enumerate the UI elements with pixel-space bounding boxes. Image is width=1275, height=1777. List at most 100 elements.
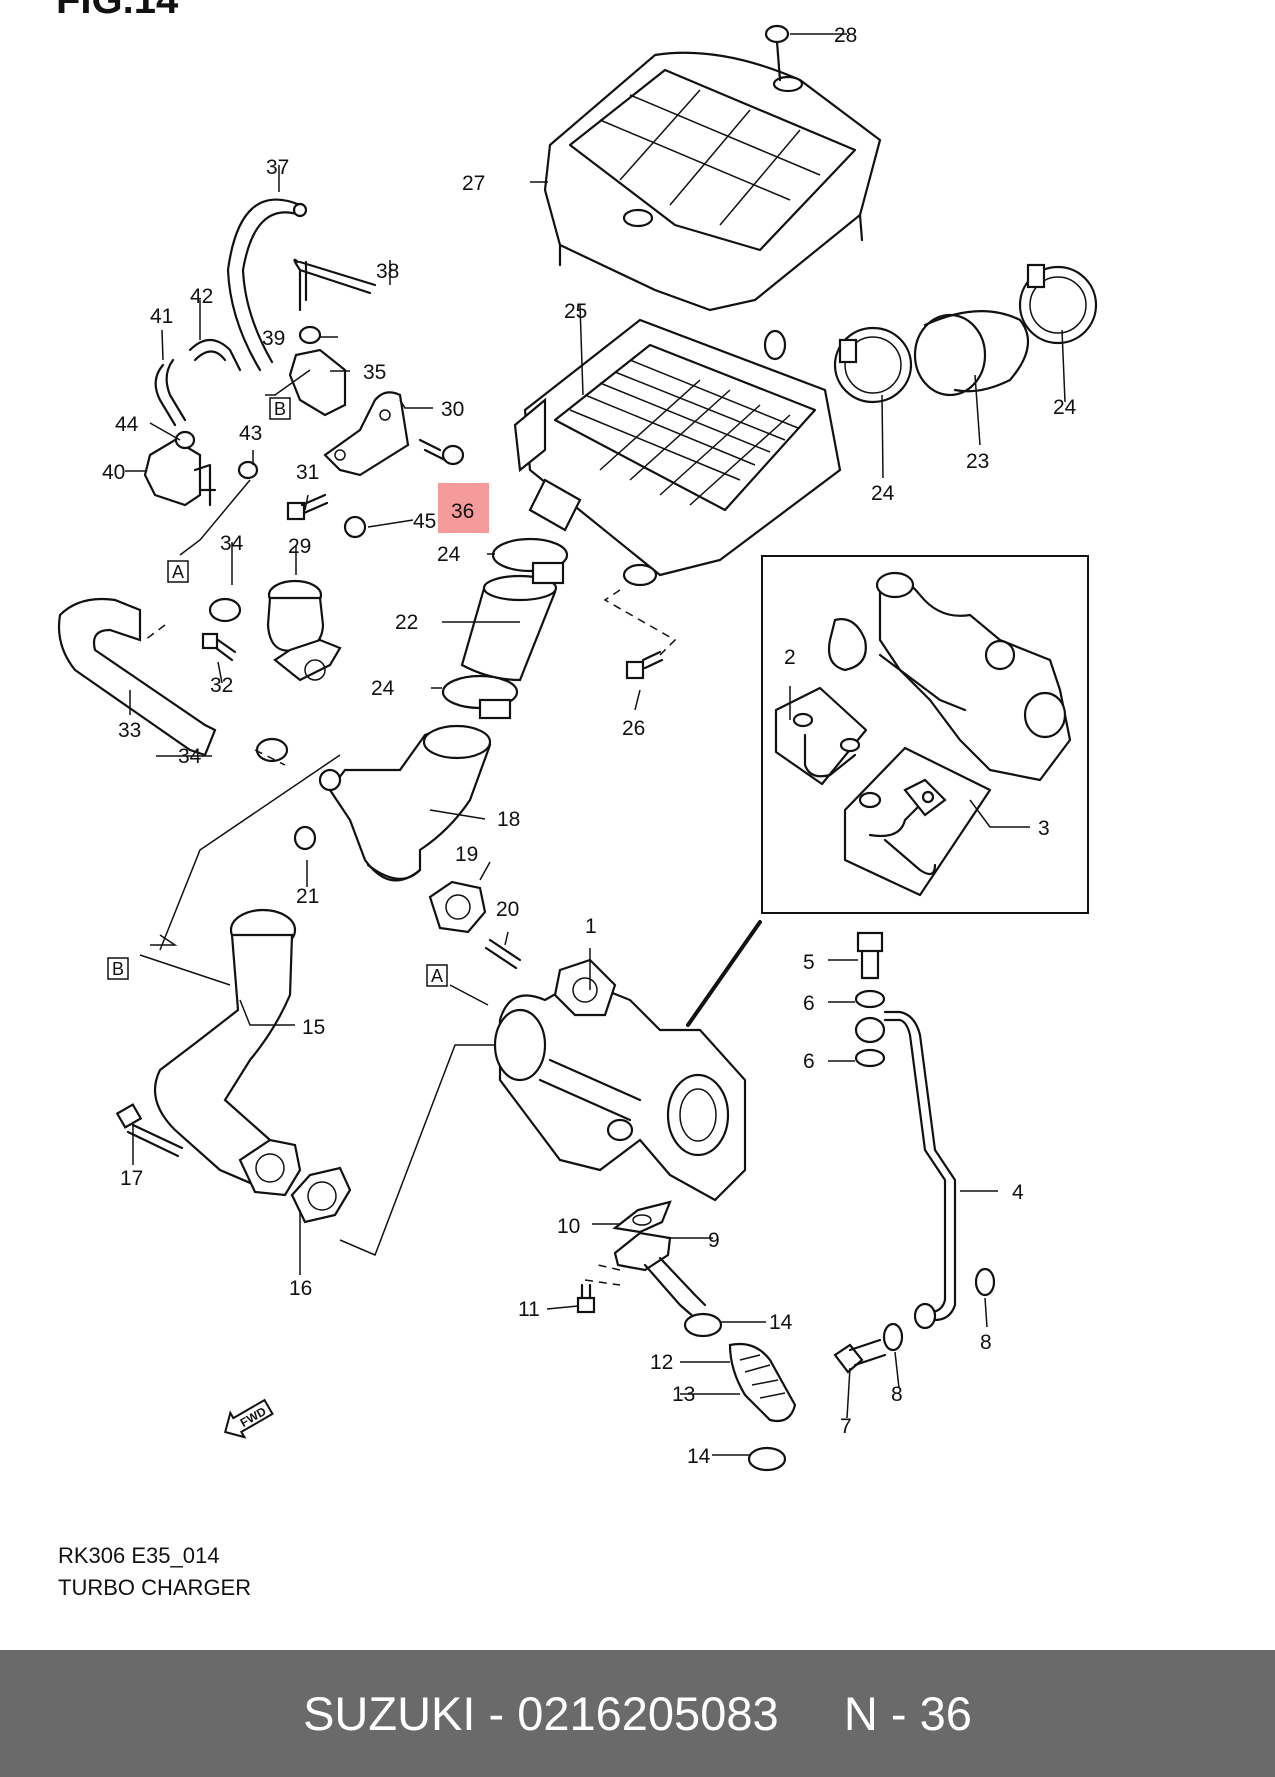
label-part-4: 4: [1012, 1181, 1024, 1204]
label-part-6: 6: [803, 992, 815, 1015]
part-20-stud-bolt[interactable]: [484, 938, 522, 970]
brand-name: SUZUKI: [303, 1687, 476, 1740]
label-part-14: 14: [687, 1445, 711, 1468]
label-part-25: 25: [564, 300, 587, 323]
label-part-40: 40: [102, 461, 125, 484]
label-part-8: 8: [980, 1331, 992, 1354]
label-part-1: 1: [585, 915, 597, 938]
part-19-gasket[interactable]: [428, 880, 487, 934]
part-30-bracket[interactable]: [323, 391, 410, 477]
part-37-hose[interactable]: [226, 198, 308, 372]
label-part-41: 41: [150, 305, 173, 328]
part-number: 0216205083: [517, 1687, 779, 1740]
part-33-hose[interactable]: [57, 597, 217, 757]
label-part-29: 29: [288, 535, 311, 558]
part-24-clamp-lower[interactable]: [441, 674, 519, 720]
fwd-arrow-icon: FWD: [223, 1398, 274, 1439]
part-10-gasket[interactable]: [612, 1200, 672, 1234]
part-24-hose-clamp-mid[interactable]: [833, 326, 913, 404]
part-5-union-bolt[interactable]: [856, 931, 884, 980]
label-part-39: 39: [262, 327, 285, 350]
part-labels: 28 27 25 24 23 24 37 38 42 41 39 35 30 4…: [102, 24, 1077, 1468]
diagram-code: RK306 E35_014: [58, 1543, 220, 1568]
part-15-exhaust-pipe[interactable]: [153, 908, 302, 1197]
part-25-intercooler[interactable]: [513, 318, 842, 587]
label-part-35: 35: [363, 361, 386, 384]
part-6-gasket-lower[interactable]: [854, 1048, 886, 1068]
label-part-24: 24: [437, 543, 461, 566]
highlight-box: [438, 483, 489, 533]
label-part-16: 16: [289, 1277, 312, 1300]
part-27-intercooler-cover[interactable]: [543, 51, 882, 312]
part-34-clamp-lower[interactable]: [255, 737, 289, 763]
part-40-vsv[interactable]: [143, 438, 217, 507]
label-part-2: 2: [784, 646, 796, 669]
part-6-gasket-upper[interactable]: [854, 989, 886, 1009]
label-part-34: 34: [220, 532, 244, 555]
label-part-10: 10: [557, 1215, 580, 1238]
part-23-intercooler-hose[interactable]: [913, 310, 1030, 397]
part-32-bolt[interactable]: [201, 632, 237, 662]
label-part-15: 15: [302, 1016, 325, 1039]
part-14-clamp-upper[interactable]: [683, 1312, 723, 1338]
part-17-bolt[interactable]: [115, 1103, 184, 1158]
diagram-reference: N - 36: [843, 1687, 972, 1740]
svg-text:A: A: [172, 562, 184, 582]
label-part-38: 38: [376, 260, 399, 283]
label-part-45: 45: [413, 510, 436, 533]
part-43-clamp[interactable]: [237, 460, 259, 480]
part-39-clamp[interactable]: [298, 325, 322, 345]
label-part-44: 44: [115, 413, 139, 436]
part-41-hose[interactable]: [154, 358, 187, 427]
part-28-screw[interactable]: [764, 24, 790, 82]
part-1-turbocharger[interactable]: [493, 958, 747, 1202]
part-38-hose[interactable]: [293, 258, 377, 312]
label-part-11: 11: [518, 1298, 540, 1321]
part-18-outlet-pipe[interactable]: [318, 724, 492, 882]
part-24-hose-clamp-right[interactable]: [1018, 263, 1098, 345]
svg-text:B: B: [112, 959, 124, 979]
label-part-5: 5: [803, 951, 815, 974]
part-36-bolt[interactable]: [418, 438, 465, 466]
part-9-oil-outlet-pipe[interactable]: [613, 1231, 707, 1320]
label-part-26: 26: [622, 717, 645, 740]
svg-text:B: B: [274, 399, 286, 419]
ref-marker-a-left: A: [167, 560, 189, 583]
label-part-13: 13: [672, 1383, 695, 1406]
part-34-clamp-upper[interactable]: [208, 597, 242, 623]
part-8-gasket-a[interactable]: [882, 1322, 904, 1352]
part-8-gasket-b[interactable]: [974, 1267, 996, 1297]
part-11-bolt[interactable]: [576, 1283, 596, 1314]
label-part-24: 24: [871, 482, 895, 505]
label-part-8: 8: [891, 1383, 903, 1406]
part-number-footer: SUZUKI - 0216205083 N - 36: [0, 1650, 1275, 1777]
label-part-34: 34: [178, 745, 202, 768]
diagram-name: TURBO CHARGER: [58, 1575, 252, 1600]
figure-title: FIG.14: [56, 0, 179, 22]
part-4-oil-pipe[interactable]: [854, 1010, 957, 1330]
label-part-31: 31: [296, 461, 319, 484]
part-21-nut[interactable]: [293, 825, 317, 851]
part-42-hose[interactable]: [188, 338, 242, 372]
part-45-nut[interactable]: [343, 515, 367, 539]
label-part-22: 22: [395, 611, 418, 634]
part-12-oil-hose[interactable]: [728, 1342, 797, 1423]
part-3-pipe-assembly[interactable]: [843, 746, 992, 897]
part-16-gasket[interactable]: [290, 1166, 352, 1224]
part-35-vsv[interactable]: [288, 348, 347, 417]
part-24-clamp-upper[interactable]: [491, 537, 569, 585]
part-22-intercooler-hose-upper[interactable]: [460, 574, 558, 682]
label-part-7: 7: [840, 1415, 852, 1438]
inset-detail-box: [761, 555, 1089, 914]
part-29-actuator[interactable]: [266, 579, 342, 682]
part-14-clamp-lower[interactable]: [747, 1446, 787, 1472]
turbo-charger-exploded-diagram: B A B A FWD 28 27 25 24 23 24 37 38 42 4…: [57, 24, 1098, 1472]
label-part-42: 42: [190, 285, 213, 308]
part-7-union-bolt[interactable]: [833, 1338, 887, 1374]
label-part-36-highlighted: 36: [451, 500, 474, 523]
part-2-hose-assembly[interactable]: [774, 686, 868, 786]
label-part-27: 27: [462, 172, 485, 195]
part-44-clamp[interactable]: [174, 430, 196, 450]
ref-marker-b-upper: B: [269, 397, 291, 420]
part-26-bolt[interactable]: [625, 650, 664, 680]
